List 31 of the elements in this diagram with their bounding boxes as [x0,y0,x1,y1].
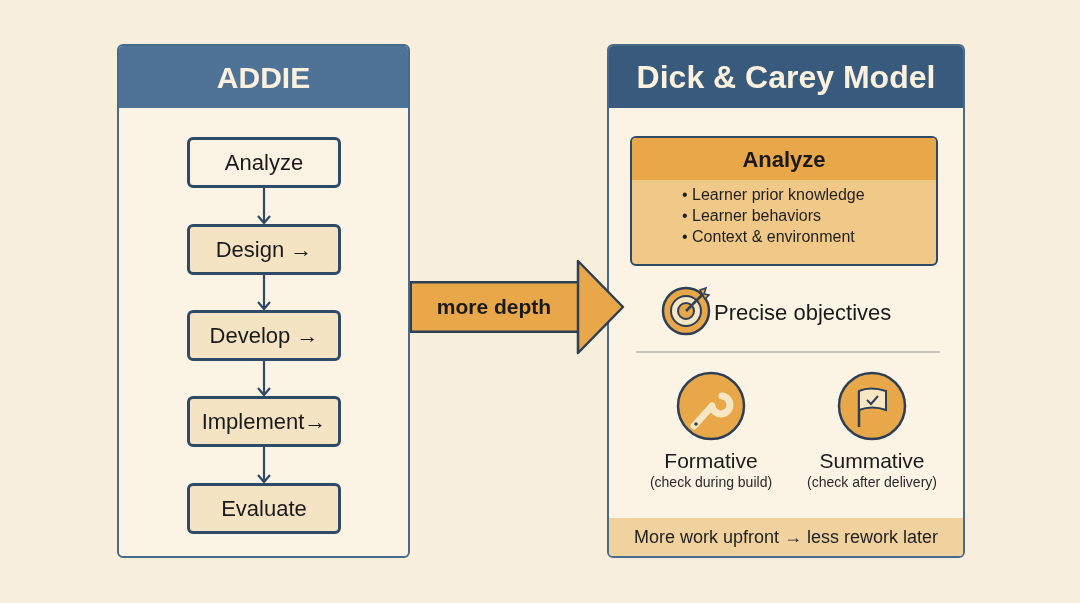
summative-note: (check after delivery) [806,473,938,492]
card-title: Analyze [742,145,826,174]
process-box [187,396,341,447]
step-label: Evaluate [221,495,307,523]
step-label: Design → [215,236,313,264]
summary-text: More work upfront → less rework later [633,525,939,549]
formative-note: (check during build) [648,473,774,492]
arrow [256,275,272,311]
step-label: Implement→ [201,408,327,436]
summary-band [609,518,963,556]
edge-label: more depth [435,294,553,321]
formative-label: Formative [663,448,759,474]
arrow [256,188,272,225]
step-label: Analyze [224,149,304,177]
arrow [256,447,272,484]
process-box [187,224,341,275]
process-box [187,310,341,361]
model-panel [607,44,965,558]
panel-title: Dick & Carey Model [636,58,936,97]
analyze-card [630,136,938,266]
step-label: Develop → [209,322,319,350]
bullet-item: • Learner behaviors [682,206,822,226]
bullet-item: • Context & environment [682,227,856,247]
bullet-item: • Learner prior knowledge [682,185,866,205]
objectives-label: Precise objectives [714,299,892,327]
panel-title: ADDIE [216,59,311,96]
model-panel [117,44,410,558]
process-box [187,137,341,188]
process-box [187,483,341,534]
arrow [256,361,272,397]
summative-label: Summative [818,448,926,474]
